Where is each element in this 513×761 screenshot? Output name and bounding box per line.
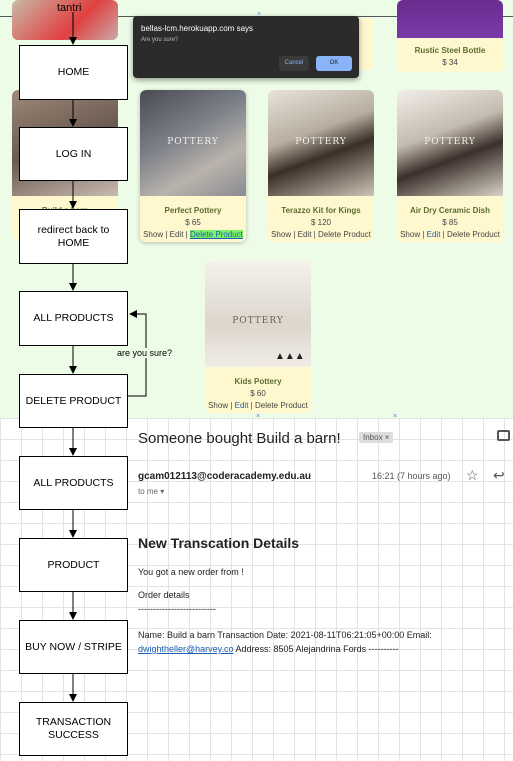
reply-icon[interactable]: ↩ [493, 467, 505, 483]
handle-marker: × [393, 413, 398, 420]
product-price: $ 60 [250, 389, 266, 398]
dialog-message: Are you sure? [141, 37, 179, 43]
print-icon[interactable] [497, 430, 510, 441]
ok-button[interactable]: OK [316, 56, 352, 71]
cancel-button[interactable]: Cancel [279, 56, 309, 71]
edit-link[interactable]: Edit [297, 230, 312, 239]
delete-product-link[interactable]: Delete Product [189, 230, 243, 239]
pottery-watermark: POTTERY [167, 136, 219, 147]
flow-node-home: HOME [19, 45, 128, 100]
show-link[interactable]: Show [400, 230, 421, 239]
flow-node-all-products: ALL PRODUCTS [19, 291, 128, 346]
show-link[interactable]: Show [143, 230, 164, 239]
flow-node-delete-product: DELETE PRODUCT [19, 374, 128, 428]
email-sender: gcam012113@coderacademy.edu.au [138, 471, 311, 482]
buyer-email-link[interactable]: dwightheller@harvey.co [138, 644, 234, 654]
flow-node-product: PRODUCT [19, 538, 128, 592]
product-actions: Show | Edit | Delete Product [271, 230, 371, 239]
vase-silhouettes: ▲▲▲ [275, 351, 305, 362]
confirm-dialog: bellas-lcm.herokuapp.com says Are you su… [133, 16, 359, 78]
flow-node-all-products-2: ALL PRODUCTS [19, 456, 128, 510]
email-heading: New Transcation Details [138, 535, 300, 551]
product-price: $ 34 [442, 58, 458, 67]
product-name: Terazzo Kit for Kings [281, 206, 361, 215]
edit-link[interactable]: Edit [426, 230, 441, 239]
email-time: 16:21 (7 hours ago) [372, 471, 451, 481]
flow-node-buy-now-stripe: BUY NOW / STRIPE [19, 620, 128, 674]
flow-node-log-in: LOG IN [19, 127, 128, 181]
product-price: $ 85 [442, 218, 458, 227]
show-link[interactable]: Show [271, 230, 292, 239]
delete-product-link[interactable]: Delete Product [446, 230, 500, 239]
product-actions: Show | Edit | Delete Product [208, 401, 308, 410]
email-recipient[interactable]: to me ▾ [138, 487, 165, 496]
email-subject: Someone bought Build a barn! [138, 430, 341, 447]
pottery-watermark: POTTERY [424, 136, 476, 147]
product-price: $ 120 [310, 218, 332, 227]
product-name: Rustic Steel Bottle [414, 46, 486, 55]
product-actions: Show | Edit | Delete Product [400, 230, 500, 239]
edit-link[interactable]: Edit [234, 401, 249, 410]
flow-node-transaction-success: TRANSACTION SUCCESS [19, 702, 128, 756]
product-actions: Show | Edit | Delete Product [143, 230, 243, 239]
edit-link[interactable]: Edit [169, 230, 184, 239]
product-card-air-dry-ceramic-dish[interactable]: POTTERY Air Dry Ceramic Dish $ 85 Show |… [397, 90, 503, 242]
product-card-kids-pottery[interactable]: POTTERY ▲▲▲ Kids Pottery $ 60 Show | Edi… [205, 261, 311, 413]
email-line: Order details [138, 590, 190, 600]
product-card-partial-top-left [12, 0, 118, 40]
product-card-perfect-pottery[interactable]: POTTERY Perfect Pottery $ 65 Show | Edit… [140, 90, 246, 242]
email-line: -------------------------- [138, 604, 216, 614]
product-price: $ 65 [185, 218, 201, 227]
pottery-watermark: POTTERY [232, 316, 284, 327]
handle-marker: × [256, 413, 261, 420]
pottery-watermark: POTTERY [295, 136, 347, 147]
delete-product-link[interactable]: Delete Product [317, 230, 371, 239]
diagram-title: tantri [57, 2, 82, 14]
product-name: Air Dry Ceramic Dish [409, 206, 491, 215]
email-line: You got a new order from ! [138, 567, 244, 577]
star-icon[interactable]: ☆ [466, 467, 479, 483]
product-card-terazzo-kit[interactable]: POTTERY Terazzo Kit for Kings $ 120 Show… [268, 90, 374, 242]
delete-product-link[interactable]: Delete Product [254, 401, 308, 410]
product-name: Kids Pottery [234, 377, 282, 386]
email-order-details: Name: Build a barn Transaction Date: 202… [138, 630, 432, 654]
flow-node-redirect-home: redirect back to HOME [19, 209, 128, 264]
handle-marker: × [257, 11, 262, 18]
inbox-label[interactable]: Inbox × [359, 432, 394, 443]
loop-label: are you sure? [116, 348, 174, 358]
show-link[interactable]: Show [208, 401, 229, 410]
product-card-rustic-steel-bottle: Rustic Steel Bottle $ 34 [397, 0, 503, 72]
dialog-host: bellas-lcm.herokuapp.com says [141, 24, 254, 33]
product-name: Perfect Pottery [164, 206, 222, 215]
